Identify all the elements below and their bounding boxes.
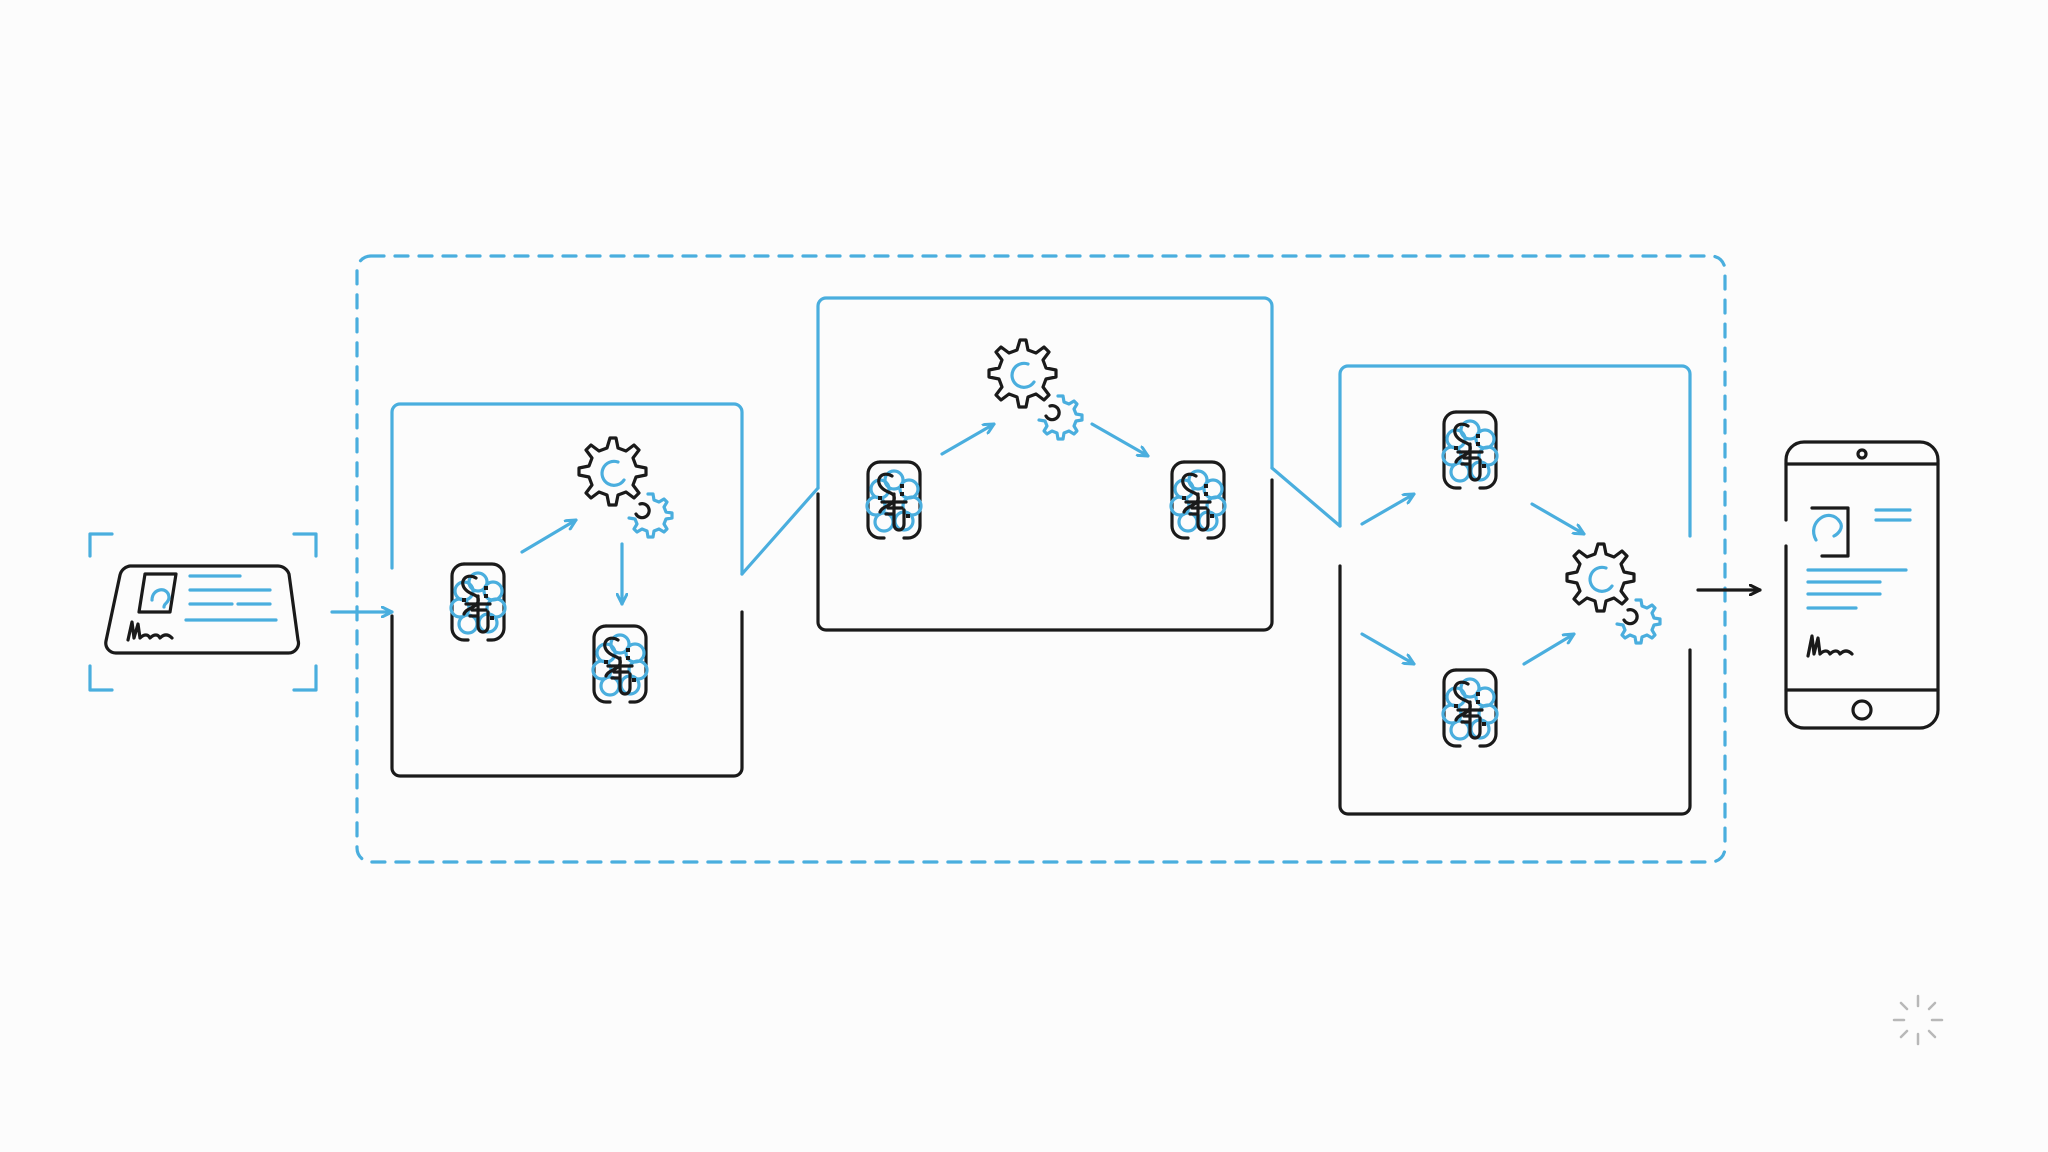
scan-frame-icon: [88, 532, 318, 692]
stage-3-box: [1338, 364, 1692, 816]
brain-model-icon: [449, 562, 507, 642]
flow-arrow: [1360, 492, 1416, 526]
gears-icon: [1565, 542, 1662, 645]
gears-icon: [577, 436, 674, 539]
brain-model-icon: [1441, 668, 1499, 748]
brain-model-icon: [865, 460, 923, 540]
brain-model-icon: [591, 624, 649, 704]
flow-arrow: [1530, 502, 1586, 536]
pipeline-boundary: [355, 254, 1727, 864]
loading-spinner-icon: [1892, 994, 1944, 1046]
flow-arrow: [1090, 422, 1150, 458]
stage-connector: [1270, 466, 1342, 528]
smartphone-icon: [1784, 440, 1940, 730]
brain-model-icon: [1169, 460, 1227, 540]
flow-arrow: [940, 422, 996, 456]
gears-icon: [987, 338, 1084, 441]
stage-connector: [740, 486, 820, 576]
flow-arrow: [520, 518, 578, 554]
stage-1-box: [390, 402, 744, 778]
id-card-icon: [104, 564, 301, 655]
flow-arrow: [1360, 632, 1416, 666]
brain-model-icon: [1441, 410, 1499, 490]
stage-2-box: [816, 296, 1274, 632]
flow-arrow: [1522, 632, 1576, 666]
